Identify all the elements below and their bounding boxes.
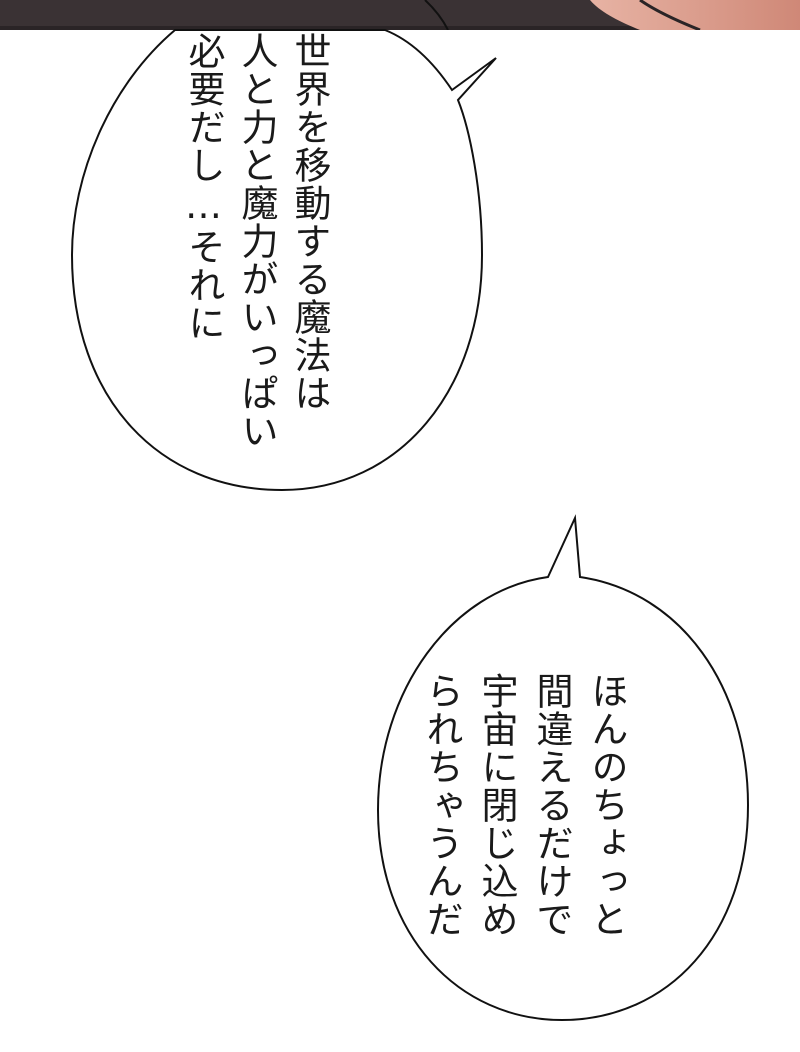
balloon-1-line-2: 人と力と魔力がいっぱい (235, 32, 278, 450)
balloon-2-line-4: られちゃうんだ (420, 672, 463, 938)
panel-artwork-graphic (0, 0, 800, 30)
speech-balloon-1-text: 世界を移動する魔法は 人と力と魔力がいっぱい 必要だし…それに (177, 32, 336, 450)
balloon-1-line-1: 世界を移動する魔法は (288, 32, 331, 412)
balloon-1-line-3: 必要だし…それに (182, 32, 225, 342)
balloon-2-line-2: 間違えるだけで (530, 672, 573, 938)
balloon-2-line-3: 宇宙に閉じ込め (475, 672, 518, 938)
speech-balloon-1 (70, 29, 497, 492)
speech-balloon-2 (376, 514, 750, 1022)
previous-panel-artwork (0, 0, 800, 30)
balloon-2-line-1: ほんのちょっと (585, 672, 628, 938)
speech-balloon-2-text: ほんのちょっと 間違えるだけで 宇宙に閉じ込め られちゃうんだ (414, 672, 634, 938)
